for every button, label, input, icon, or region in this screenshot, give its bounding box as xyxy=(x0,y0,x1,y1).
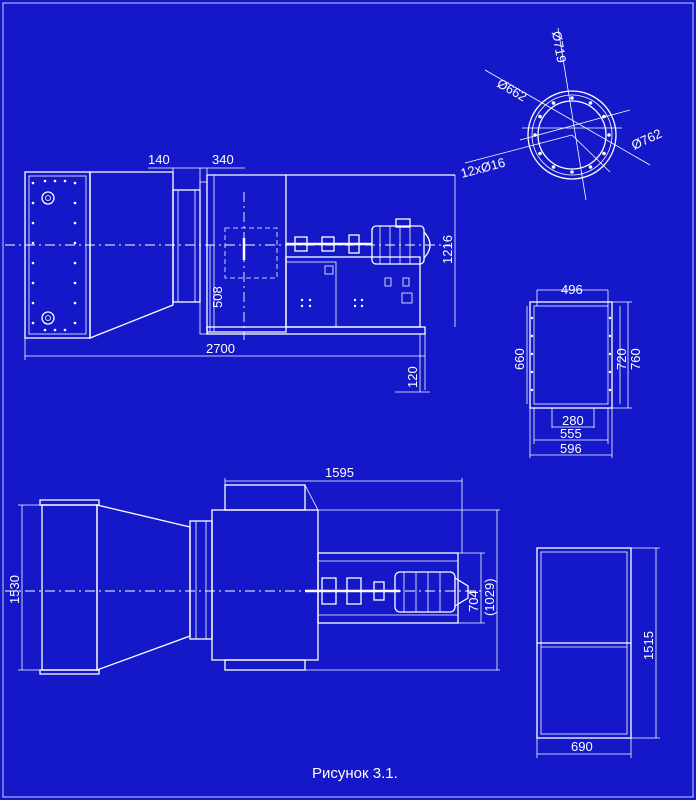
coupling xyxy=(348,234,360,254)
dim-1595: 1595 xyxy=(325,465,354,480)
dim-508: 508 xyxy=(210,286,225,308)
top-view: 1595 1530 704 (1029) xyxy=(5,465,500,675)
dim-704: 704 xyxy=(466,590,481,612)
figure-caption: Рисунок 3.1. xyxy=(312,765,398,782)
dim-720: 720 xyxy=(614,348,629,370)
dim-280: 280 xyxy=(562,413,584,428)
dim-690: 690 xyxy=(571,739,593,754)
dim-140: 140 xyxy=(148,152,170,167)
dim-555: 555 xyxy=(560,426,582,441)
dim-596: 596 xyxy=(560,441,582,456)
dim-1530: 1530 xyxy=(7,575,22,604)
base-plate xyxy=(206,326,426,335)
dim-660: 660 xyxy=(512,348,527,370)
dim-1029: (1029) xyxy=(482,578,497,616)
transition-cone xyxy=(89,171,174,339)
dim-2700: 2700 xyxy=(206,341,235,356)
inlet-opening xyxy=(224,227,278,279)
terminal-box xyxy=(395,218,411,228)
dim-d719: Ø719 xyxy=(549,30,569,64)
side-view: 140 340 1216 508 2700 120 xyxy=(5,152,456,393)
dim-1216: 1216 xyxy=(440,235,455,264)
dim-120: 120 xyxy=(405,366,420,388)
outlet-view: 496 660 720 760 280 555 596 xyxy=(512,282,643,458)
inlet-box-rivets xyxy=(31,179,77,332)
inlet-view: 1515 690 xyxy=(536,547,660,758)
dim-760: 760 xyxy=(628,348,643,370)
lifting-eye-icon xyxy=(41,311,55,325)
dim-1515: 1515 xyxy=(641,631,656,660)
motor-frame-top xyxy=(317,552,459,624)
lifting-eye-icon xyxy=(41,191,55,205)
motor-body-top xyxy=(394,571,456,613)
dim-340: 340 xyxy=(212,152,234,167)
dim-496: 496 xyxy=(561,282,583,297)
